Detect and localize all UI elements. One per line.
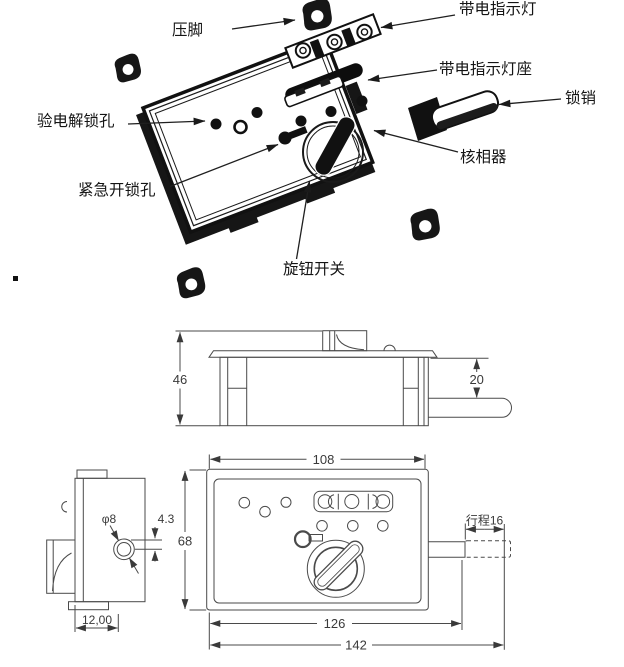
front-panel-face: [213, 478, 422, 604]
leader-indicator-light: [380, 14, 456, 30]
iso-terminal-block: [284, 13, 382, 69]
iso-clamp-foot: [409, 207, 441, 242]
iso-knob-handle: [314, 116, 356, 176]
left-top-tab: [76, 469, 108, 479]
svg-text:4.3: 4.3: [158, 512, 175, 526]
dim-stroke-16: 行程16: [464, 513, 504, 540]
iso-indicator-light: [294, 23, 373, 59]
dim-offset-4-3: 4.3: [131, 512, 175, 562]
iso-clamp-foot: [175, 266, 207, 300]
bullet-mark: [13, 276, 18, 281]
label-emergency-unlock-hole: 紧急开锁孔: [78, 182, 156, 199]
front-hole: [316, 520, 328, 532]
dim-pin-offset-20: 20: [430, 357, 489, 398]
label-test-unlock-hole: 验电解锁孔: [37, 113, 115, 130]
left-view: φ8 4.3 12,00: [46, 469, 175, 632]
svg-text:φ8: φ8: [102, 512, 117, 526]
side-view: 46 20: [173, 330, 512, 427]
iso-phase-detector-hole: [356, 95, 368, 107]
svg-text:108: 108: [313, 452, 335, 467]
iso-foot-tab: [226, 210, 259, 233]
iso-emergency-unlock-hole: [278, 126, 308, 145]
svg-text:20: 20: [469, 372, 483, 387]
front-hole: [377, 520, 389, 532]
side-flange: [208, 350, 438, 358]
front-pin-stroke-extent: [464, 540, 511, 558]
dim-total-width-142: 142: [210, 524, 505, 653]
label-knob-switch: 旋钮开关: [283, 261, 346, 278]
label-indicator-light-base: 带电指示灯座: [439, 61, 533, 78]
front-test-unlock-hole: [238, 496, 251, 509]
callout-leaders: [127, 14, 562, 260]
svg-text:142: 142: [345, 638, 367, 653]
iso-indicator-light-base: [284, 63, 363, 108]
leader-knob-switch: [295, 180, 312, 260]
front-lock-pin: [428, 540, 511, 558]
iso-clamp-foot: [301, 0, 333, 32]
iso-hole: [325, 106, 337, 117]
side-lock-pin: [428, 397, 512, 418]
left-hole-inner: [116, 542, 132, 557]
front-knob-handle: [313, 540, 364, 591]
front-emergency-unlock-hole: [293, 530, 323, 549]
side-body: [219, 356, 429, 427]
left-bottom-tab: [68, 601, 109, 611]
label-indicator-light: 带电指示灯: [459, 1, 537, 18]
svg-text:12,00: 12,00: [82, 613, 112, 627]
front-outer-frame: [206, 468, 429, 611]
iso-knob-switch: [302, 116, 364, 183]
left-edge-notch: [61, 501, 68, 513]
dim-hole-dia-phi8: φ8: [102, 512, 139, 574]
leader-emergency-unlock-hole: [169, 143, 279, 188]
front-hole: [280, 496, 292, 508]
svg-text:行程16: 行程16: [466, 513, 504, 528]
side-dome-bump: [383, 344, 396, 351]
front-hole: [259, 505, 271, 518]
leader-lock-pin: [498, 98, 562, 108]
label-lock-pin: 锁销: [565, 90, 597, 107]
svg-text:68: 68: [178, 534, 192, 549]
leader-phase-detector: [373, 129, 459, 153]
iso-panel-holes: [210, 95, 368, 135]
dim-depth-12: 12,00: [74, 605, 119, 632]
iso-clamp-foot: [113, 52, 143, 84]
iso-hole: [251, 107, 263, 118]
iso-ring-hole: [233, 119, 248, 135]
dim-height-46: 46: [173, 330, 322, 427]
iso-foot-tab: [302, 181, 336, 204]
label-foot: 压脚: [172, 22, 204, 39]
left-hole-outer: [113, 538, 135, 561]
iso-test-unlock-hole: [210, 118, 222, 130]
isometric-view: [13, 0, 562, 300]
iso-hole: [295, 115, 307, 127]
svg-text:46: 46: [173, 372, 187, 387]
svg-text:126: 126: [324, 616, 346, 631]
front-knob-switch: [306, 539, 365, 598]
leader-foot: [231, 17, 296, 30]
leader-indicator-light-base: [367, 69, 438, 83]
dim-width-108: 108: [208, 452, 426, 469]
iso-lock-pin: [430, 90, 500, 130]
left-pin-block: [46, 539, 76, 594]
leader-test-unlock-hole: [127, 117, 206, 126]
front-hole: [347, 520, 359, 532]
front-indicator-block: [313, 490, 394, 513]
dim-height-68: 68: [178, 469, 207, 611]
label-phase-detector: 核相器: [460, 149, 507, 166]
dim-to-pin-end-126: 126: [208, 560, 463, 650]
side-knob-block: [322, 330, 368, 352]
front-view: 108 68 126 142: [178, 452, 511, 653]
